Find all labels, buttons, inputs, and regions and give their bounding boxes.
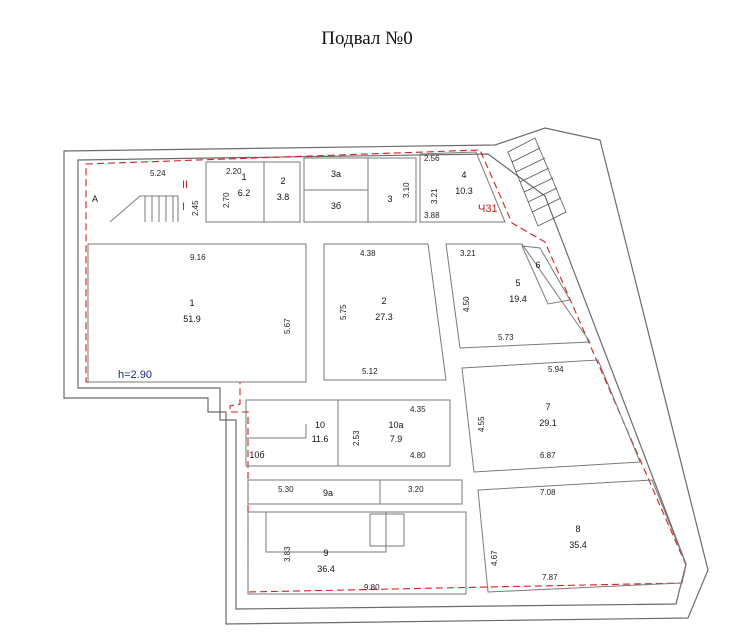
room-labels: 1 51.9 1 6.2 2 3.8 3а 3б 3 4 10.3 2 27.3…	[183, 169, 587, 574]
room-number: 3	[387, 194, 392, 204]
marker-ch31: Ч31	[478, 203, 498, 215]
dimension: 7.87	[542, 573, 558, 582]
room-area: 7.9	[390, 434, 403, 444]
marker-ii: II	[182, 179, 188, 191]
dimension: 3.10	[402, 182, 411, 198]
dimension: 4.67	[490, 550, 499, 566]
dimension: 2.70	[222, 192, 231, 208]
dimension: 2.45	[191, 200, 200, 216]
room-area: 36.4	[317, 564, 335, 574]
room-outline	[419, 151, 506, 223]
marker-i: I	[182, 201, 185, 213]
dimension: 2.53	[352, 430, 361, 446]
exterior-stair	[507, 137, 567, 227]
ceiling-height: h=2.90	[118, 369, 152, 381]
room-area: 10.3	[455, 186, 473, 196]
room-number: 9а	[323, 488, 333, 498]
room-number: 1	[241, 172, 246, 182]
room-number: 3а	[331, 169, 341, 179]
room-area: 11.6	[312, 434, 329, 444]
room-number: 2	[381, 296, 386, 306]
dimension: 3.20	[408, 485, 424, 494]
dimension-labels: 5.24 2.45 2.20 2.70 3.10 2.56 3.21 3.88 …	[150, 154, 564, 592]
room-number: 3б	[331, 201, 341, 211]
dimension: 5.75	[339, 304, 348, 320]
room-area: 3.8	[277, 192, 290, 202]
room-number: 7	[545, 402, 550, 412]
room-outline	[265, 511, 387, 553]
room-number: 8	[575, 524, 580, 534]
plan-title: Подвал №0	[321, 28, 413, 49]
dimension: 4.50	[462, 296, 471, 312]
dimension: 5.67	[283, 318, 292, 334]
dimension: 4.38	[360, 249, 376, 258]
room-outline	[263, 161, 301, 223]
dimension: 3.83	[283, 546, 292, 562]
dimension: 5.24	[150, 169, 166, 178]
interior-stair	[109, 195, 179, 223]
room-outline	[477, 479, 687, 593]
room-outline	[369, 513, 405, 547]
dimension: 3.21	[430, 188, 439, 204]
dimension: 9.80	[364, 583, 380, 592]
dimension: 4.80	[410, 451, 426, 460]
room-outline	[521, 245, 571, 305]
room-number: 9	[323, 548, 328, 558]
dimension: 5.30	[278, 485, 294, 494]
room-number: 10б	[249, 450, 264, 460]
room-area: 29.1	[539, 418, 557, 428]
room-outline	[323, 243, 447, 381]
room-area: 27.3	[375, 312, 393, 322]
room-area: 51.9	[183, 314, 201, 324]
room-area: 19.4	[509, 294, 527, 304]
dimension: 3.21	[460, 249, 476, 258]
room-area: 6.2	[238, 188, 251, 198]
dimension: 5.73	[498, 333, 514, 342]
room-area: 35.4	[569, 540, 587, 550]
room-outline	[247, 479, 463, 505]
outer-wall	[63, 127, 709, 625]
room-number: 4	[461, 170, 466, 180]
marker-a: А	[92, 194, 98, 204]
room-number: 10а	[388, 420, 403, 430]
room-outline	[247, 511, 467, 595]
dimension: 9.16	[190, 253, 206, 262]
dimension: 2.56	[424, 154, 440, 163]
dimension: 3.88	[424, 211, 440, 220]
dimension: 6.87	[540, 451, 556, 460]
room-number: 2	[280, 176, 285, 186]
dimension: 5.94	[548, 365, 564, 374]
room-outline	[445, 243, 591, 349]
dimension: 4.55	[477, 416, 486, 432]
room-outline	[337, 399, 451, 467]
room-number: 6	[535, 260, 540, 270]
room-number: 5	[515, 278, 520, 288]
dimension: 7.08	[540, 488, 556, 497]
room-number: 10	[315, 420, 325, 430]
room-number: 1	[189, 298, 194, 308]
dimension: 2.20	[226, 167, 242, 176]
inner-wall-line	[77, 153, 687, 610]
room-outline	[461, 359, 641, 473]
dimension: 4.35	[410, 405, 426, 414]
dimension: 5.12	[362, 367, 378, 376]
room-outline	[87, 243, 307, 383]
